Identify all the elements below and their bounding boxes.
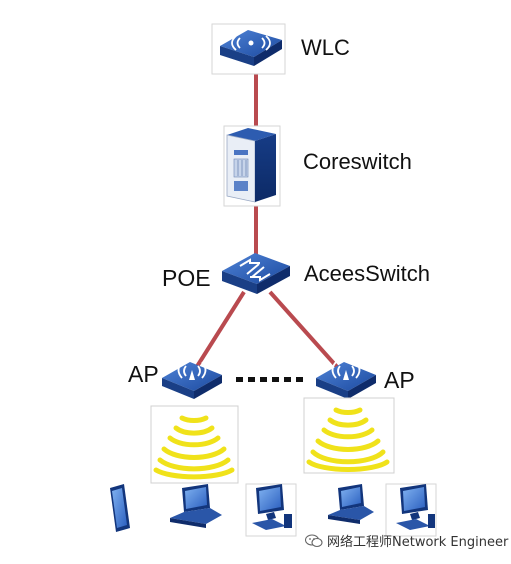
desktop-icon [245,483,297,537]
access-switch-icon [222,253,290,294]
ap-ellipsis [236,377,303,382]
wireless-signal-icon [303,397,395,474]
watermark-text: 网络工程师Network Engineer [327,535,509,550]
laptop-icon [170,484,222,528]
link-access-ap-left [194,290,246,370]
wlc-icon [211,23,286,75]
desktop-icon [385,483,437,537]
ap-left-label: AP [128,361,159,387]
access-point-icon [316,361,376,399]
tablet-icon [110,484,130,532]
access-point-icon [162,361,222,399]
poe-label: POE [162,265,211,291]
ap-right-label: AP [384,367,415,393]
core-switch-icon [223,125,281,207]
core-switch-label: Coreswitch [303,149,412,174]
link-access-ap-right [268,290,340,370]
wireless-signal-icon [150,405,239,484]
access-switch-label: AceesSwitch [304,261,430,286]
laptop-icon [328,484,374,524]
wechat-icon [305,533,323,547]
watermark: 网络工程师Network Engineer [305,531,508,550]
wlc-label: WLC [301,35,350,60]
